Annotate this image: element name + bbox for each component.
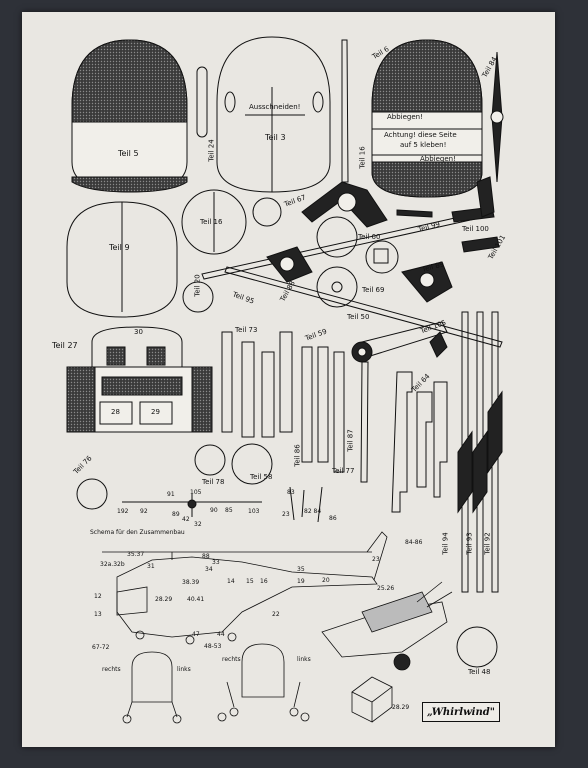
assembly-title: Schema für den Zusammenbau xyxy=(90,529,185,536)
part-76-shape xyxy=(76,478,108,510)
part-24-label: Teil 24 xyxy=(207,139,216,162)
strip-64 xyxy=(391,371,413,513)
number-13: 13 xyxy=(94,611,102,618)
number-86: 86 xyxy=(329,515,337,522)
part-9-shape xyxy=(66,201,178,318)
landing-gear-details xyxy=(122,643,310,724)
part-86-label: Teil 86 xyxy=(293,444,302,467)
part-48-shape xyxy=(456,626,498,668)
part-73-label: Teil 73 xyxy=(235,326,258,334)
number-90: 90 xyxy=(210,507,218,514)
attention-line-2: auf 5 kleben! xyxy=(400,141,447,149)
side-left-label-2: links xyxy=(297,656,311,663)
number-92: 92 xyxy=(140,508,148,515)
number-88: 88 xyxy=(202,553,210,560)
part-5-label: Teil 5 xyxy=(118,149,139,158)
number-28-29b: 28.29 xyxy=(392,704,410,711)
part-48-label: Teil 48 xyxy=(468,668,491,676)
side-right-label-1: rechts xyxy=(102,666,121,673)
part-58-shape xyxy=(231,443,273,485)
number-84-86: 84-86 xyxy=(405,539,423,546)
number-48-53: 48-53 xyxy=(204,643,222,650)
part-94-label: Teil 94 xyxy=(441,532,450,555)
part-78-shape xyxy=(194,444,226,476)
part-100-label: Teil 100 xyxy=(462,225,489,233)
number-83: 83 xyxy=(287,489,295,496)
part-92-label: Teil 92 xyxy=(483,532,492,555)
number-35: 35 xyxy=(297,566,305,573)
part-16-shape xyxy=(181,189,247,255)
part-27-label: Teil 27 xyxy=(52,341,78,350)
number-38-39: 38.39 xyxy=(182,579,200,586)
number-16: 16 xyxy=(260,578,268,585)
cut-out-instruction: Ausschneiden! xyxy=(249,103,301,111)
fold-top-instruction: Abbiegen! xyxy=(387,113,423,121)
part-3-label: Teil 3 xyxy=(265,133,286,142)
number-14: 14 xyxy=(227,578,235,585)
attention-line-1: Achtung! diese Seite xyxy=(384,131,457,139)
number-42: 42 xyxy=(182,516,190,523)
number-192: 192 xyxy=(117,508,129,515)
rotor-hub xyxy=(301,181,388,228)
part-20-label: Teil 20 xyxy=(193,274,202,297)
number-25-26: 25.26 xyxy=(377,585,395,592)
number-89: 89 xyxy=(172,511,180,518)
number-34: 34 xyxy=(205,566,213,573)
number-15: 15 xyxy=(246,578,254,585)
number-28: 28 xyxy=(111,408,120,416)
whirlwind-logo: „Whirlwind" xyxy=(422,702,500,722)
part-60-label: Teil 60 xyxy=(358,233,381,241)
part-16b-label: Teil 16 xyxy=(358,146,367,169)
engine-assembly xyxy=(321,581,453,723)
rotor-blade xyxy=(341,39,349,183)
side-left-label-1: links xyxy=(177,666,191,673)
number-44: 44 xyxy=(217,631,225,638)
part-78-label: Teil 78 xyxy=(202,478,225,486)
number-32: 32 xyxy=(194,521,202,528)
number-22: 22 xyxy=(272,611,280,618)
number-67-72: 67-72 xyxy=(92,644,110,651)
number-35-37: 35.37 xyxy=(127,551,145,558)
part-60-shape xyxy=(316,216,358,258)
part-58-label: Teil 58 xyxy=(250,473,273,481)
part-50-shape xyxy=(316,266,358,308)
part-69-label: Teil 69 xyxy=(362,286,385,294)
part-93-label: Teil 93 xyxy=(465,532,474,555)
model-sheet: Teil 5 Teil 3 Ausschneiden! Teil 24 Abbi… xyxy=(22,12,555,747)
number-12: 12 xyxy=(94,593,102,600)
part-24-shape xyxy=(196,66,208,138)
number-85: 85 xyxy=(225,507,233,514)
number-20: 20 xyxy=(322,577,330,584)
part-9-label: Teil 9 xyxy=(109,243,130,252)
part-100-shape xyxy=(396,209,433,218)
parts-drawing xyxy=(66,36,504,724)
part-105-shape xyxy=(429,331,448,358)
number-19: 19 xyxy=(297,578,305,585)
number-31: 31 xyxy=(147,563,155,570)
number-33: 33 xyxy=(212,559,220,566)
number-91: 91 xyxy=(167,491,175,498)
number-105: 105 xyxy=(190,489,202,496)
part-50-label: Teil 50 xyxy=(347,313,370,321)
assembly-schematic xyxy=(102,531,388,645)
part-16-label: Teil 16 xyxy=(200,218,223,226)
number-30: 30 xyxy=(134,328,143,336)
strip-73 xyxy=(221,331,233,433)
part-77-label: Teil 77 xyxy=(332,467,355,475)
fold-bottom-instruction: Abbiegen! xyxy=(420,155,456,163)
side-right-label-2: rechts xyxy=(222,656,241,663)
number-23b: 23 xyxy=(372,556,380,563)
number-103: 103 xyxy=(248,508,260,515)
part-3-shape xyxy=(216,36,331,193)
number-23: 23 xyxy=(282,511,290,518)
number-82-84: 82 84 xyxy=(304,508,322,515)
part-87-label: Teil 87 xyxy=(346,429,355,452)
number-32a-32b: 32a.32b xyxy=(100,561,125,568)
number-40-41: 40.41 xyxy=(187,596,205,603)
number-47: 47 xyxy=(192,631,200,638)
number-28-29: 28.29 xyxy=(155,596,173,603)
number-29: 29 xyxy=(151,408,160,416)
